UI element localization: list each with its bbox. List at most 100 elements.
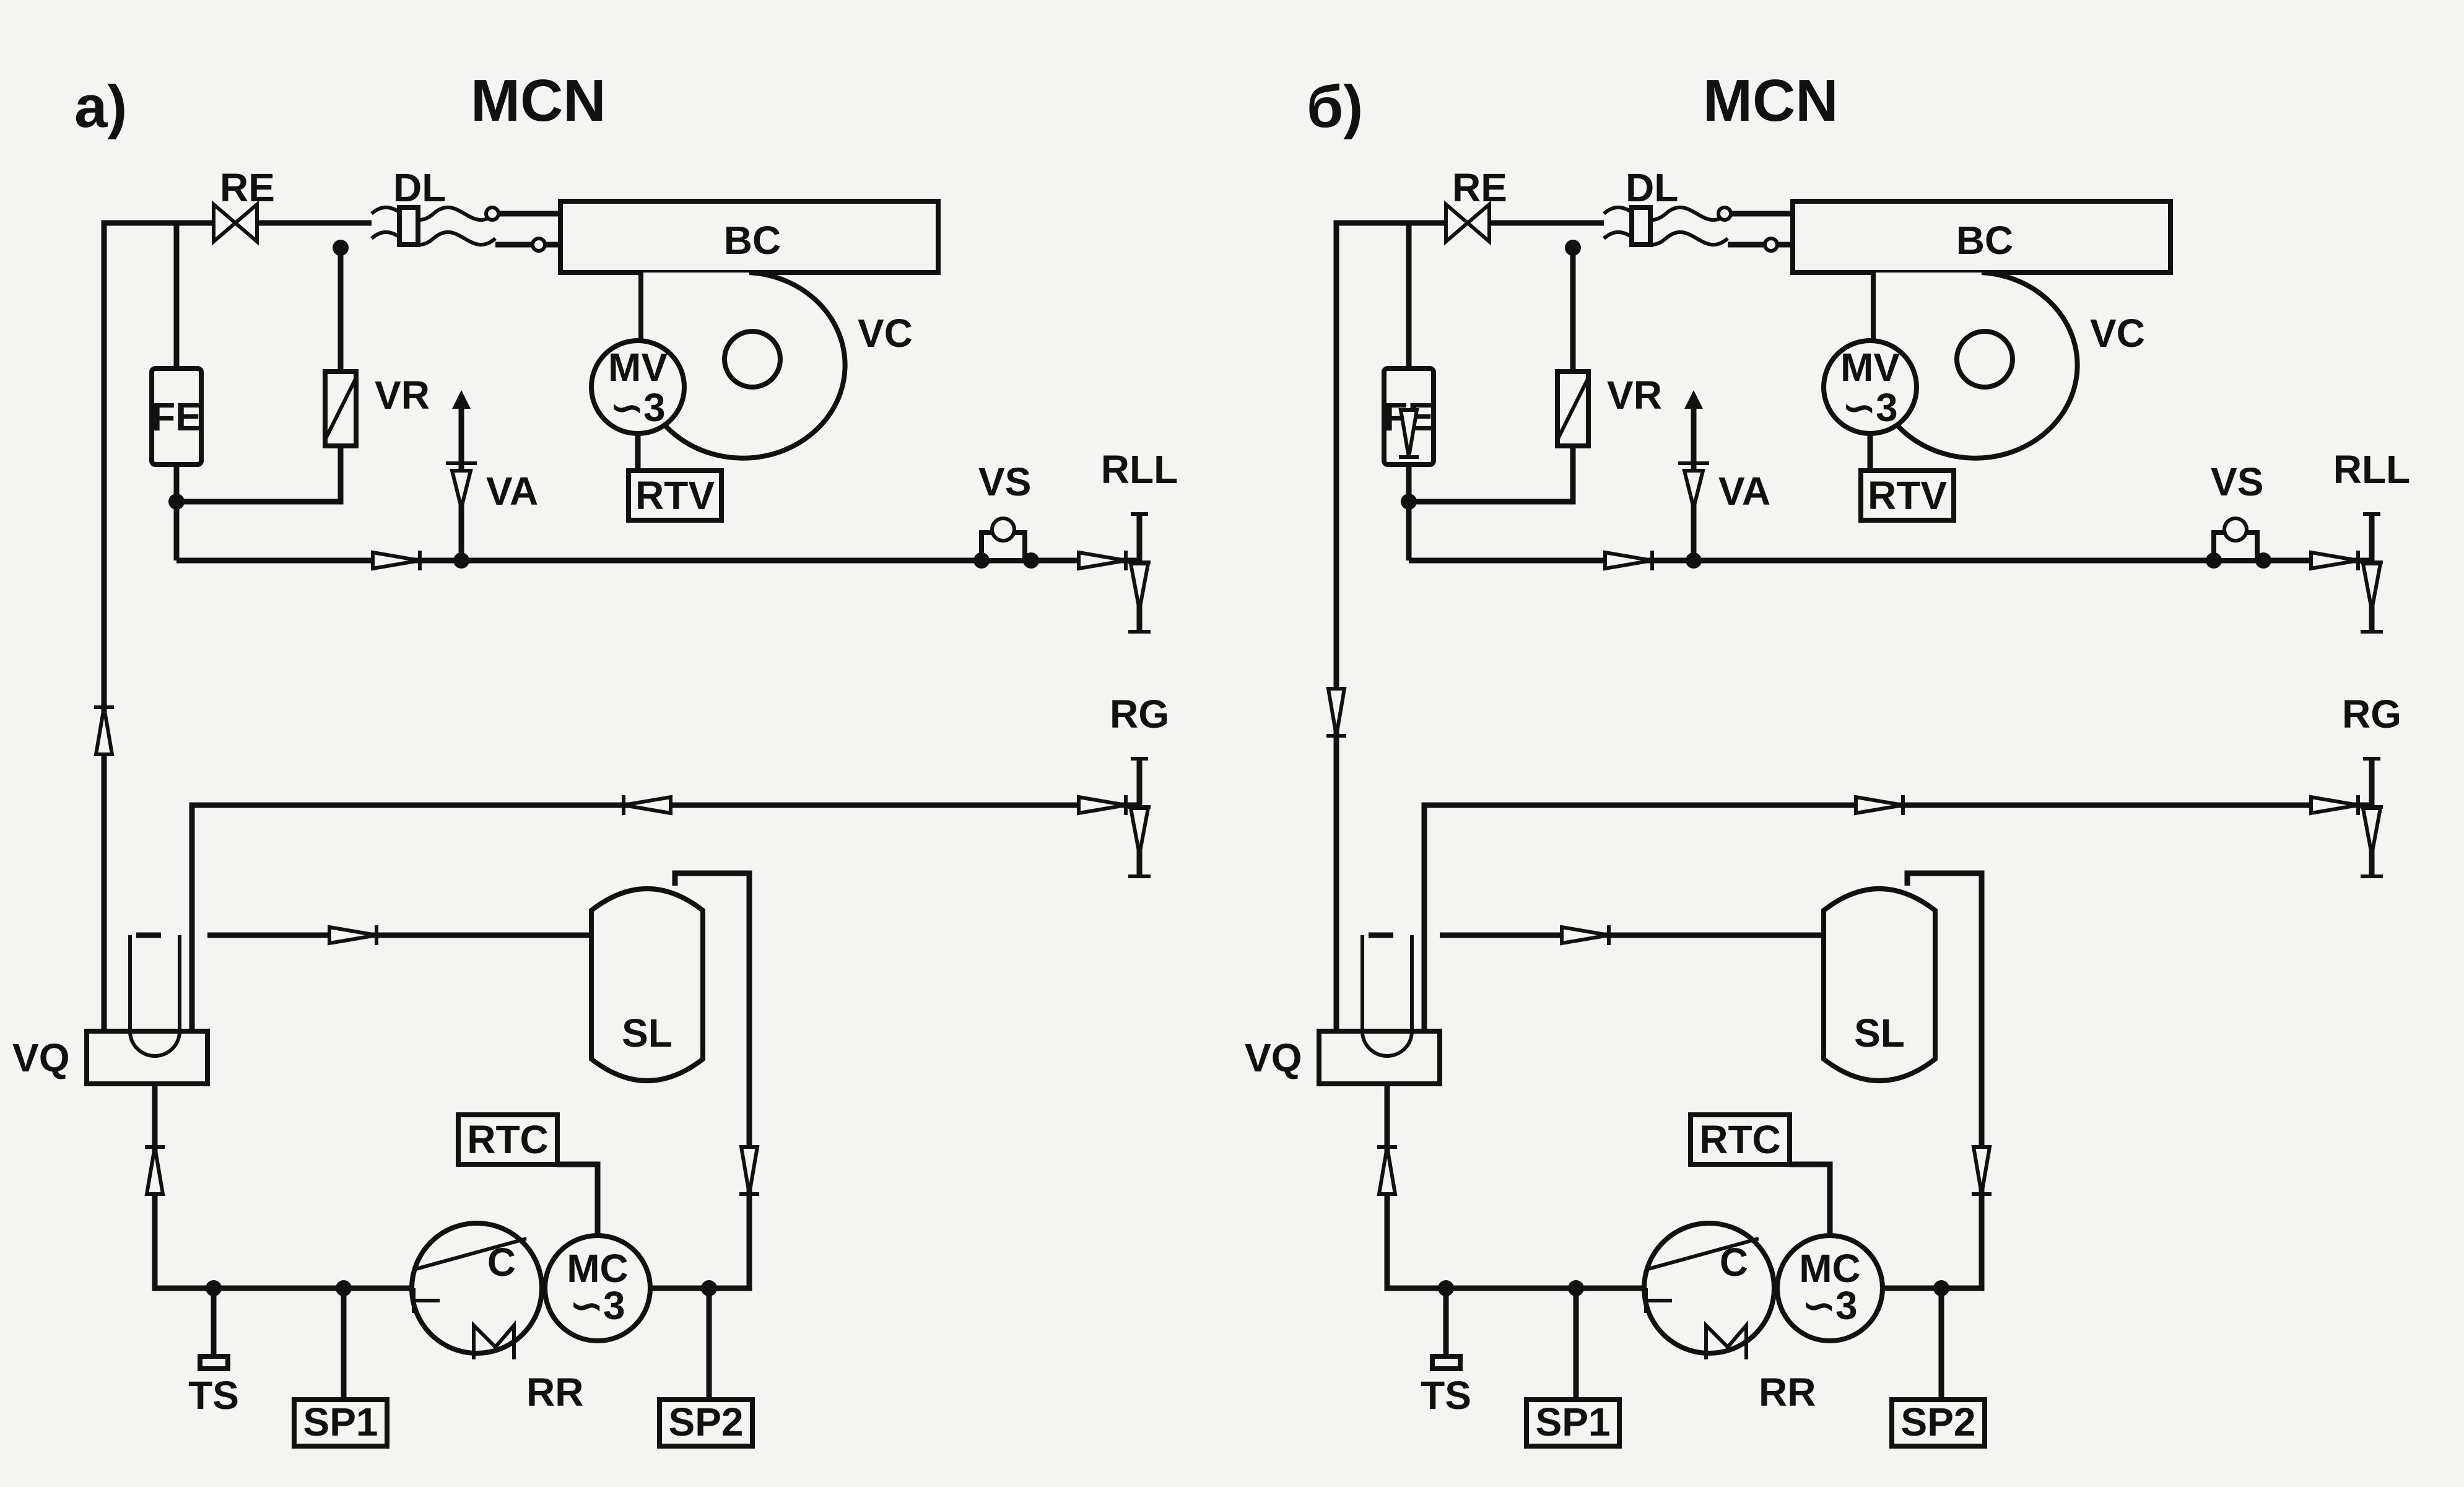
sp2-box — [657, 1397, 755, 1449]
label-rtc: RTC — [467, 1117, 549, 1162]
flow-arrow-icon — [328, 925, 378, 946]
junction-dot — [1565, 240, 1581, 256]
label-rtv: RTV — [635, 473, 715, 518]
flow-arrow-icon — [1603, 550, 1654, 571]
sl-return-pipe — [672, 870, 752, 1291]
label-mv_phase: ∽3 — [610, 385, 665, 430]
junction-dot — [2255, 552, 2271, 569]
label-rtv: RTV — [1868, 473, 1947, 518]
left-riser-pipe — [1333, 220, 1446, 1031]
label-dl: DL — [393, 165, 446, 210]
label-vr: VR — [375, 373, 430, 417]
flow-arrow-icon — [1377, 1145, 1398, 1196]
compressor-suction-pipe — [1384, 1084, 1644, 1291]
label-ts: TS — [1421, 1373, 1471, 1418]
sp1-box — [292, 1397, 390, 1449]
vc-fan-hub-icon — [722, 329, 783, 390]
label-sl: SL — [1854, 1011, 1905, 1055]
flow-arrow-icon — [622, 795, 673, 816]
fitting-dot — [531, 237, 547, 253]
flow-arrow-icon — [2309, 795, 2360, 816]
label-c: C — [1720, 1240, 1748, 1284]
vr-slash — [1556, 377, 1590, 441]
label-sp1: SP1 — [1536, 1400, 1611, 1444]
rtc-box — [456, 1112, 560, 1167]
vr-lower-pipe — [176, 446, 344, 505]
rg-valve-icon — [1128, 757, 1151, 878]
compressor-suction-pipe — [152, 1084, 412, 1291]
gas-line-pipe — [189, 802, 1139, 1031]
label-mc_phase: ∽3 — [570, 1283, 625, 1328]
c-compressor-icon — [1642, 1221, 1777, 1356]
va-valve-icon — [1678, 461, 1709, 508]
sl-separator-box — [1821, 886, 1938, 1083]
vs-glass-icon — [2222, 517, 2249, 543]
ts-sensor-icon — [198, 1354, 230, 1371]
rtc-wire — [557, 1161, 601, 1236]
label-vc: VC — [858, 311, 913, 355]
left-riser-pipe — [101, 220, 214, 1031]
vq-exchanger-box — [1317, 1029, 1442, 1086]
c-line — [1645, 1237, 1759, 1271]
va-valve-icon — [446, 461, 477, 508]
label-mv: MV — [608, 345, 668, 390]
schematic-panel-b: б)MCNREDLBCVCMV∽3RTVFEVRVAVSRLLRGVQSLTSS… — [1245, 68, 2410, 1449]
vs-glass-icon — [990, 517, 1016, 543]
label-sp2: SP2 — [1901, 1400, 1976, 1444]
label-re: RE — [220, 165, 275, 210]
rr-heater-icon — [472, 1320, 516, 1359]
label-vq: VQ — [1245, 1036, 1302, 1080]
label-vs: VS — [2211, 460, 2263, 504]
re-valve-icon — [1444, 200, 1491, 246]
re-valve-icon — [212, 200, 259, 246]
label-title: MCN — [471, 68, 606, 134]
dl-hose-icon — [1603, 205, 1729, 247]
sl-separator-box — [589, 886, 705, 1083]
rll-valve-icon — [2361, 512, 2383, 634]
label-re: RE — [1452, 165, 1507, 210]
label-sp2: SP2 — [669, 1400, 744, 1444]
junction-dot — [1023, 552, 1039, 569]
va-arrow-head-icon — [1684, 390, 1703, 409]
junction-dot — [2206, 552, 2222, 569]
fitting-dot — [484, 206, 500, 222]
dl-hose-icon — [370, 205, 497, 247]
label-bc: BC — [1956, 218, 2013, 263]
label-sp1: SP1 — [303, 1400, 378, 1444]
label-rll: RLL — [1101, 447, 1178, 492]
flow-arrow-icon — [1077, 550, 1128, 571]
label-vs: VS — [978, 460, 1031, 504]
gas-line-pipe — [1421, 802, 2372, 1031]
label-panel: б) — [1307, 74, 1363, 140]
c-line — [413, 1237, 527, 1271]
label-dl: DL — [1626, 165, 1678, 210]
rtc-wire — [1790, 1161, 1833, 1236]
sp2-box — [1889, 1397, 1987, 1449]
flow-arrow-icon — [371, 550, 422, 571]
label-rr: RR — [526, 1370, 583, 1415]
vc-fan-hub-icon — [1954, 329, 2015, 390]
c-compressor-icon — [409, 1221, 544, 1356]
sl-return-pipe — [1904, 870, 1985, 1291]
label-rg: RG — [1110, 692, 1169, 736]
label-rll: RLL — [2333, 447, 2410, 492]
sp1-box — [1524, 1397, 1622, 1449]
label-c: C — [487, 1240, 516, 1284]
rtv-box — [1858, 468, 1956, 523]
flow-arrow-icon — [94, 705, 115, 756]
flow-arrow-icon — [1971, 1145, 1992, 1196]
label-ts: TS — [188, 1373, 239, 1418]
label-vr: VR — [1607, 373, 1662, 417]
label-va: VA — [1718, 469, 1770, 513]
rr-heater-icon — [1704, 1320, 1748, 1359]
label-fe: FE — [151, 395, 202, 439]
label-va: VA — [486, 469, 538, 513]
label-mv: MV — [1840, 345, 1900, 390]
va-arrow-head-icon — [452, 390, 471, 409]
flow-arrow-icon — [1854, 795, 1905, 816]
flow-arrow-icon — [739, 1145, 760, 1196]
bc-box — [558, 199, 941, 275]
ts-sensor-icon — [1430, 1354, 1463, 1371]
label-mc: MC — [567, 1246, 629, 1291]
